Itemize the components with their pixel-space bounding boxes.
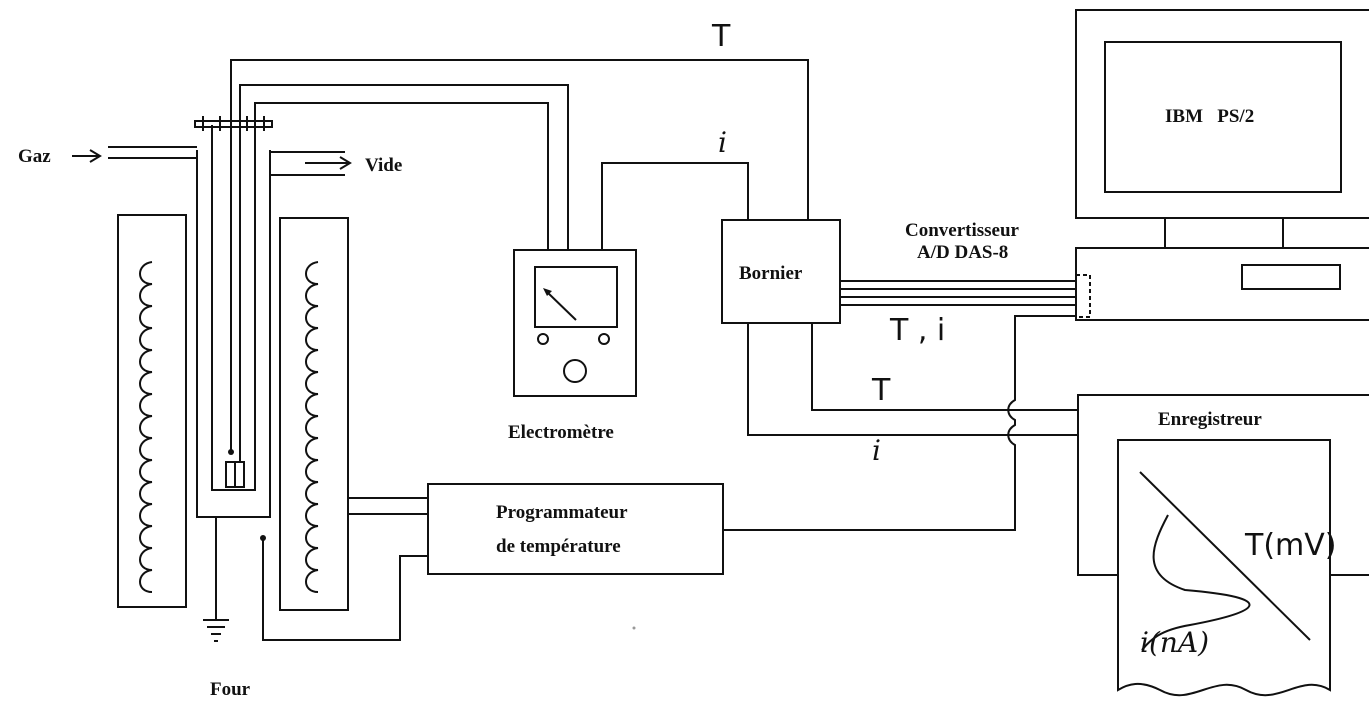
four-label: Four	[210, 679, 251, 700]
gas-inlet: Gaz	[18, 146, 197, 167]
gas-arrow-icon	[72, 149, 102, 163]
furnace-right-heating-coil	[305, 261, 319, 593]
enregistreur: Enregistreur T(mV) i(nA)	[1077, 394, 1369, 697]
enregistreur-label: Enregistreur	[1158, 409, 1262, 430]
wire-control-thermocouple	[262, 540, 428, 641]
monitor-case	[1075, 9, 1369, 219]
furnace: Four	[117, 214, 349, 700]
needle-tip	[543, 288, 552, 296]
programmateur: Programmateur de température	[427, 483, 724, 575]
programmateur-label-line1: Programmateur	[496, 502, 628, 523]
vide-label: Vide	[365, 155, 402, 176]
vacuum-outlet: Vide	[270, 151, 402, 176]
t-mv-label: T(mV)	[1244, 528, 1336, 563]
wire-i-electrometer	[601, 162, 749, 250]
monitor-screen	[1104, 41, 1342, 193]
wire-i-recorder	[747, 323, 1078, 436]
wire-electrode-b	[254, 102, 549, 250]
electrometer-knob-icon	[563, 359, 587, 383]
cell-inner-tube	[211, 125, 256, 491]
ground-symbol-icon	[203, 619, 229, 642]
thermocouple-junction	[228, 449, 234, 455]
convertisseur-label-line1: Convertisseur	[905, 220, 1020, 241]
furnace-right-wall	[279, 217, 349, 611]
t-top-label: T	[711, 19, 731, 54]
electrometer-needle-icon	[545, 290, 577, 321]
disk-drive-slot	[1241, 264, 1341, 290]
sample-cell	[194, 88, 273, 642]
gaz-label: Gaz	[18, 146, 51, 167]
electrometre-label: Electromètre	[508, 422, 614, 443]
programmateur-box	[427, 483, 724, 575]
electrometer-terminal	[537, 333, 549, 345]
cell-flange	[194, 120, 273, 128]
t-i-bus-label: T , i	[889, 313, 945, 348]
bornier-label: Bornier	[739, 263, 803, 284]
bornier-box	[721, 219, 841, 324]
wire-programmateur-das8	[723, 315, 1076, 531]
convertisseur-label-line2: A/D DAS-8	[917, 242, 1008, 263]
electrometer-dial	[534, 266, 618, 328]
furnace-left-wall	[117, 214, 187, 608]
ibm-label: IBM PS/2	[1165, 106, 1254, 127]
current-peak-trace	[1141, 514, 1251, 651]
furnace-left-heating-coil	[139, 261, 153, 593]
electrometer-terminal	[598, 333, 610, 345]
programmateur-label-line2: de température	[496, 536, 621, 557]
speck	[632, 626, 636, 630]
control-thermocouple	[260, 535, 266, 541]
i-na-label: i(nA)	[1140, 626, 1209, 659]
wire-t-top	[230, 59, 809, 220]
wire-t-recorder	[811, 323, 1078, 411]
i-recorder-label: i	[872, 434, 881, 467]
t-recorder-label: T	[871, 373, 891, 408]
i-electrometer-label: i	[718, 126, 727, 159]
temperature-trace	[1139, 471, 1311, 641]
vacuum-arrow-icon	[305, 156, 352, 170]
ibm-ps2-computer: IBM PS/2 Convertisseur A/D DAS-8	[905, 9, 1369, 321]
cell-outer-tube	[196, 150, 271, 518]
electrometer: Electromètre	[508, 249, 637, 443]
wiring: T i T , i T i	[230, 19, 1078, 641]
system-unit	[1075, 247, 1369, 321]
wire-electrode-a	[239, 84, 569, 250]
bornier: Bornier	[721, 219, 841, 324]
